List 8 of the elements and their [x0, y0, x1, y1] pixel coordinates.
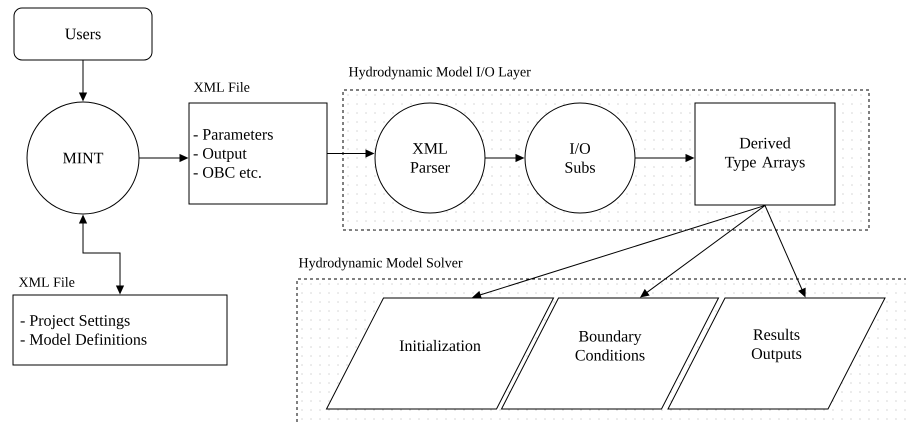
rounded-box: Users	[14, 8, 152, 60]
file-box: - Parameters - Output - OBC etc.	[188, 102, 328, 204]
file-box: - Project Settings - Model Definitions	[12, 294, 228, 366]
group-heading: Hydrodynamic Model Solver	[298, 258, 462, 270]
group-heading: Hydrodynamic Model I/O Layer	[348, 66, 531, 80]
process-box: Derived Type Arrays	[694, 102, 836, 206]
group-heading: XML File	[194, 82, 250, 92]
group-heading: XML File	[18, 277, 74, 287]
